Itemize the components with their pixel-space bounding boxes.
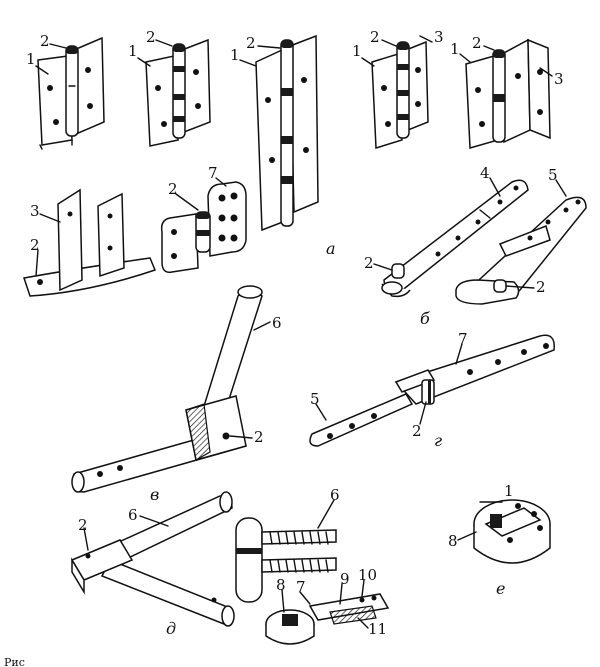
caption-e: е [496,579,505,598]
label-5: 5 [548,166,558,184]
round-hinge-e [473,499,551,564]
label-2: 2 [40,32,50,50]
label-8: 8 [448,532,458,550]
label-2: 2 [472,34,482,52]
label-1: 1 [26,50,36,68]
captions: а б в г д е Рис [4,239,505,667]
label-2: 2 [254,428,264,446]
cup-hinge [265,593,390,645]
cranked-hinge [160,181,247,274]
label-1: 1 [230,46,240,64]
angle-hinge [465,38,551,149]
part-labels: 1 2 1 2 1 2 1 2 3 1 2 3 3 2 2 7 2 4 5 2 … [26,28,564,638]
label-1: 1 [504,482,514,500]
caption-d: д [166,619,176,638]
label-2: 2 [30,236,40,254]
screw-hinge [235,517,337,603]
label-2: 2 [78,516,88,534]
card-hinge-4 [371,40,429,150]
card-hinge-2 [145,38,211,147]
label-2: 2 [412,422,422,440]
label-8: 8 [276,576,286,594]
label-9: 9 [340,570,350,588]
corner-hinge [23,188,157,297]
label-6: 6 [330,486,340,504]
strap-hinge-g [309,334,555,447]
label-2: 2 [146,28,156,46]
label-7: 7 [208,164,218,182]
card-hinge-1 [37,36,105,150]
leader-lines [35,35,567,629]
label-11: 11 [368,620,387,638]
pin-hinge-v [71,285,263,493]
label-2: 2 [168,180,178,198]
caption-b: б [420,309,430,328]
piano-hinge [255,34,319,232]
label-2: 2 [370,28,380,46]
label-2: 2 [536,278,546,296]
label-2: 2 [246,34,256,52]
lever-hinge-5 [455,196,587,305]
corner-mark: Рис [4,656,25,667]
label-7: 7 [458,330,468,348]
label-7: 7 [296,578,306,596]
label-2: 2 [364,254,374,272]
pivot-hinge-d [70,491,235,627]
label-10: 10 [358,566,377,584]
label-1: 1 [450,40,460,58]
label-4: 4 [480,164,490,182]
label-1: 1 [128,42,138,60]
label-6: 6 [272,314,282,332]
label-3: 3 [434,28,444,46]
caption-a: а [326,239,336,258]
label-6: 6 [128,506,138,524]
label-5: 5 [310,390,320,408]
label-1: 1 [352,42,362,60]
label-3: 3 [30,202,40,220]
label-3: 3 [554,70,564,88]
lever-hinge-4 [381,179,529,298]
caption-g: г [434,431,442,450]
caption-v: в [150,485,159,504]
